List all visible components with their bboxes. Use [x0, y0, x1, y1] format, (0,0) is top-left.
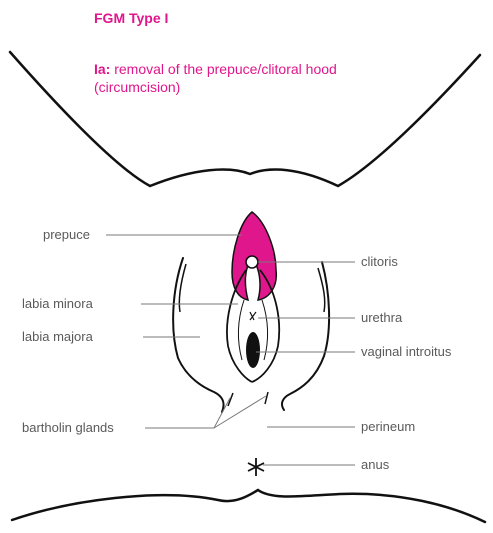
anus-mark	[248, 458, 264, 476]
labia-majora-left	[173, 258, 223, 412]
label-bartholin-glands: bartholin glands	[22, 420, 114, 435]
labia-minora-inner-right	[262, 300, 268, 360]
upper-body-outline	[10, 52, 480, 186]
clitoris-mark	[246, 256, 258, 268]
vaginal-introitus-mark	[246, 332, 260, 368]
leader-bartholin-glands	[145, 398, 230, 428]
label-urethra: urethra	[361, 310, 402, 325]
thigh-crease-right	[318, 268, 325, 312]
label-vaginal-introitus: vaginal introitus	[361, 344, 451, 359]
label-clitoris: clitoris	[361, 254, 398, 269]
bartholin-gland-right	[265, 392, 268, 404]
label-anus: anus	[361, 457, 389, 472]
thigh-crease-left	[179, 264, 186, 312]
labia-minora-inner-left	[238, 300, 244, 360]
urethra-mark	[250, 312, 256, 320]
label-labia-majora: labia majora	[22, 329, 93, 344]
label-labia-minora: labia minora	[22, 296, 93, 311]
label-prepuce: prepuce	[43, 227, 90, 242]
lower-body-outline	[12, 490, 485, 522]
label-perineum: perineum	[361, 419, 415, 434]
